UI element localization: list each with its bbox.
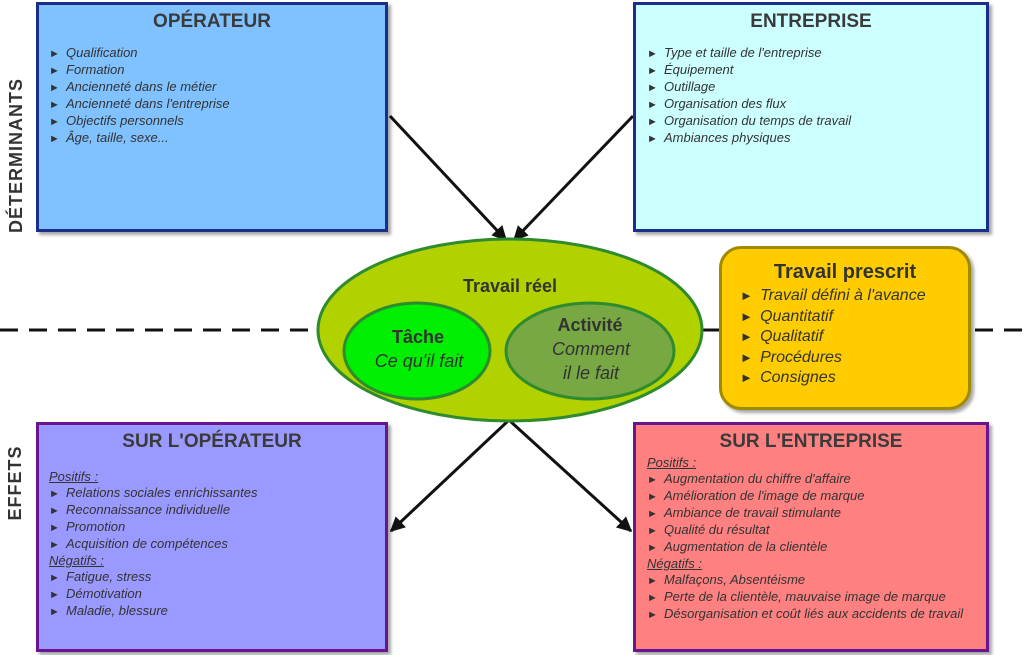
arrow-travail-reel-to-effets-operateur bbox=[389, 419, 510, 533]
positifs-list: Relations sociales enrichissantes Reconn… bbox=[49, 485, 385, 553]
list-item: Formation bbox=[49, 62, 385, 79]
positifs-label: Positifs : bbox=[647, 455, 697, 470]
negatifs-list: Fatigue, stress Démotivation Maladie, bl… bbox=[49, 569, 385, 620]
list-item: Acquisition de compétences bbox=[49, 536, 385, 553]
effets-entreprise-box: SUR L'ENTREPRISE Positifs : Augmentation… bbox=[633, 422, 989, 652]
activite-title: Activité bbox=[557, 315, 622, 335]
negatifs-label: Négatifs : bbox=[49, 553, 104, 568]
list-item: Ancienneté dans le métier bbox=[49, 79, 385, 96]
travail-prescrit-title: Travail prescrit bbox=[773, 261, 917, 283]
list-item: Type et taille de l'entreprise bbox=[647, 45, 986, 62]
list-item: Amélioration de l'image de marque bbox=[647, 488, 976, 505]
list-item: Ambiances physiques bbox=[647, 130, 986, 147]
arrow-operateur-to-travail-reel bbox=[388, 114, 508, 242]
list-item: Travail défini à l'avance bbox=[740, 286, 968, 307]
entreprise-title: ENTREPRISE bbox=[750, 11, 872, 32]
activite-subtitle-line1: Comment bbox=[552, 339, 631, 359]
list-item: Qualité du résultat bbox=[647, 522, 976, 539]
list-item: Équipement bbox=[647, 62, 986, 79]
entreprise-box: ENTREPRISE Type et taille de l'entrepris… bbox=[633, 2, 989, 232]
list-item: Consignes bbox=[740, 368, 968, 389]
list-item: Âge, taille, sexe... bbox=[49, 130, 385, 147]
travail-prescrit-box: Travail prescrit Travail défini à l'avan… bbox=[719, 246, 971, 410]
travail-prescrit-list: Travail défini à l'avance Quantitatif Qu… bbox=[740, 286, 968, 389]
activite-subtitle-line2: il le fait bbox=[563, 363, 620, 383]
operateur-title: OPÉRATEUR bbox=[153, 11, 271, 32]
list-item: Qualification bbox=[49, 45, 385, 62]
tache-ellipse bbox=[342, 301, 492, 401]
list-item: Démotivation bbox=[49, 586, 385, 603]
list-item: Quantitatif bbox=[740, 307, 968, 328]
effets-operateur-box: SUR L'OPÉRATEUR Positifs : Relations soc… bbox=[36, 422, 388, 652]
list-item: Objectifs personnels bbox=[49, 113, 385, 130]
list-item: Procédures bbox=[740, 348, 968, 369]
list-item: Augmentation de la clientèle bbox=[647, 539, 976, 556]
positifs-list: Augmentation du chiffre d'affaire Amélio… bbox=[647, 471, 976, 556]
list-item: Qualitatif bbox=[740, 327, 968, 348]
side-label-determinants: DÉTERMINANTS bbox=[6, 78, 26, 233]
positifs-label: Positifs : bbox=[49, 469, 99, 484]
list-item: Perte de la clientèle, mauvaise image de… bbox=[647, 589, 976, 606]
negatifs-list: Malfaçons, Absentéisme Perte de la clien… bbox=[647, 572, 976, 623]
list-item: Ancienneté dans l'entreprise bbox=[49, 96, 385, 113]
list-item: Organisation des flux bbox=[647, 96, 986, 113]
list-item: Malfaçons, Absentéisme bbox=[647, 572, 976, 589]
list-item: Ambiance de travail stimulante bbox=[647, 505, 976, 522]
tache-subtitle: Ce qu'il fait bbox=[375, 351, 464, 371]
operateur-box: OPÉRATEUR Qualification Formation Ancien… bbox=[36, 2, 388, 232]
operateur-list: Qualification Formation Ancienneté dans … bbox=[49, 45, 385, 147]
list-item: Augmentation du chiffre d'affaire bbox=[647, 471, 976, 488]
list-item: Désorganisation et coût liés aux acciden… bbox=[647, 606, 976, 623]
list-item: Reconnaissance individuelle bbox=[49, 502, 385, 519]
list-item: Outillage bbox=[647, 79, 986, 96]
arrow-travail-reel-to-effets-entreprise bbox=[508, 419, 633, 533]
tache-title: Tâche bbox=[392, 327, 444, 347]
arrow-entreprise-to-travail-reel bbox=[512, 114, 635, 242]
negatifs-label: Négatifs : bbox=[647, 556, 702, 571]
effets-operateur-title: SUR L'OPÉRATEUR bbox=[122, 431, 302, 452]
travail-reel-title: Travail réel bbox=[463, 276, 557, 296]
list-item: Relations sociales enrichissantes bbox=[49, 485, 385, 502]
list-item: Maladie, blessure bbox=[49, 603, 385, 620]
side-label-effets: EFFETS bbox=[5, 445, 25, 521]
list-item: Organisation du temps de travail bbox=[647, 113, 986, 130]
list-item: Fatigue, stress bbox=[49, 569, 385, 586]
list-item: Promotion bbox=[49, 519, 385, 536]
entreprise-list: Type et taille de l'entreprise Équipemen… bbox=[647, 45, 986, 147]
effets-entreprise-title: SUR L'ENTREPRISE bbox=[719, 431, 903, 452]
activite-ellipse bbox=[504, 301, 676, 401]
